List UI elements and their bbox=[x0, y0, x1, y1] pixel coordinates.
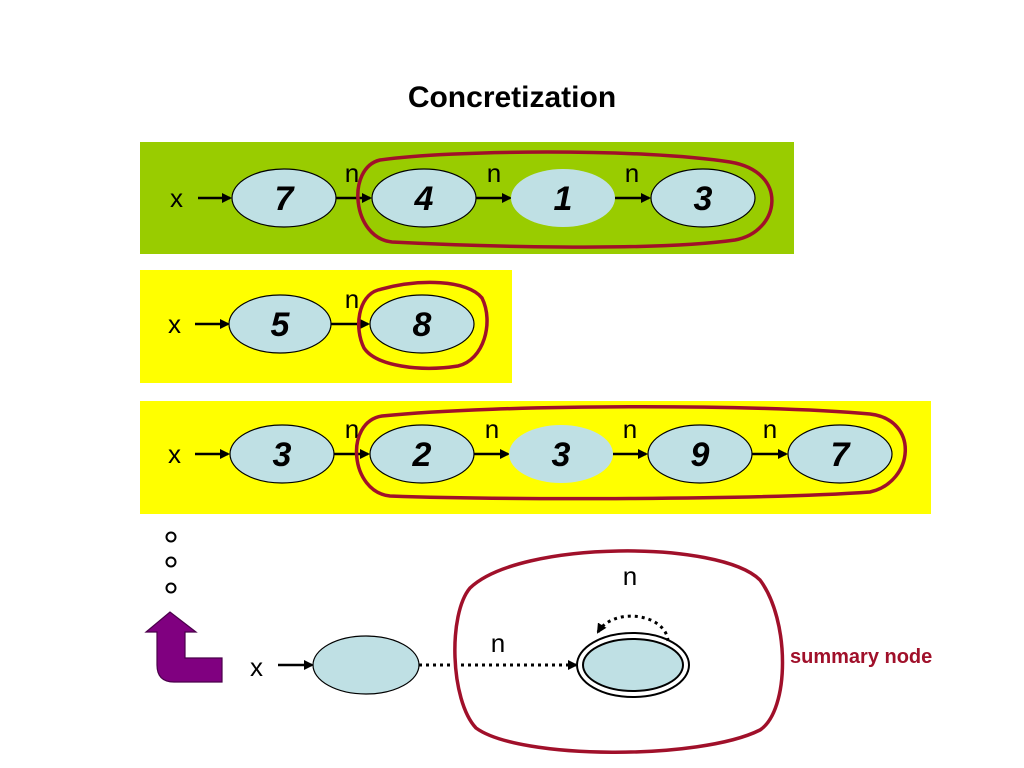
summary-region-outline bbox=[453, 549, 785, 754]
row-3-variable: x bbox=[168, 439, 181, 469]
row-1: x 7 n 4 n 1 n 3 bbox=[140, 142, 794, 254]
row-2-node-value: 5 bbox=[271, 306, 291, 344]
ellipsis-dots bbox=[165, 531, 177, 594]
row-1-node bbox=[650, 168, 756, 228]
row-3-edge-label: n bbox=[345, 414, 359, 444]
abstract-graph: x n n summary node bbox=[250, 549, 932, 754]
row-3-node-value: 3 bbox=[273, 436, 292, 474]
row-2: x 5 n 8 bbox=[140, 270, 512, 383]
row-3-node-value: 3 bbox=[552, 436, 571, 474]
row-3-node-value: 2 bbox=[412, 436, 432, 474]
row-3-edge-label: n bbox=[623, 414, 637, 444]
row-1-edge-label: n bbox=[625, 158, 639, 188]
page-title: Concretization bbox=[408, 81, 616, 114]
self-loop-dotted-edge bbox=[596, 614, 670, 642]
row-2-edge-label: n bbox=[345, 284, 359, 314]
row-1-node-value: 3 bbox=[694, 180, 713, 218]
row-2-variable: x bbox=[168, 309, 181, 339]
row-2-node bbox=[369, 294, 475, 354]
row-1-edge-label: n bbox=[345, 158, 359, 188]
row-3-edge-label: n bbox=[485, 414, 499, 444]
row-3-node bbox=[787, 424, 893, 484]
row-3-highlight-outline bbox=[354, 404, 907, 501]
abstract-node bbox=[312, 635, 420, 695]
row-1-highlight-outline bbox=[356, 150, 774, 249]
row-2-node-value: 8 bbox=[413, 306, 432, 344]
row-1-node-value: 4 bbox=[414, 180, 434, 218]
up-arrow-icon bbox=[144, 611, 223, 683]
abstract-variable: x bbox=[250, 652, 263, 682]
summary-node-label: summary node bbox=[790, 646, 932, 668]
summary-node bbox=[582, 638, 684, 692]
row-1-node bbox=[511, 169, 615, 227]
row-1-node-value: 7 bbox=[275, 180, 296, 218]
row-1-edge-label: n bbox=[487, 158, 501, 188]
row-3-node-value: 7 bbox=[831, 436, 852, 474]
row-3: x 3 n 2 n 3 n 9 n 7 bbox=[140, 401, 931, 514]
row-3-edge-label: n bbox=[763, 414, 777, 444]
row-2-highlight-outline bbox=[356, 280, 489, 370]
row-1-variable: x bbox=[170, 183, 183, 213]
row-1-node-value: 1 bbox=[554, 180, 573, 218]
row-3-node bbox=[509, 425, 613, 483]
self-loop-label: n bbox=[623, 561, 637, 591]
row-3-node-value: 9 bbox=[691, 436, 710, 474]
abstract-edge-label: n bbox=[491, 628, 505, 658]
